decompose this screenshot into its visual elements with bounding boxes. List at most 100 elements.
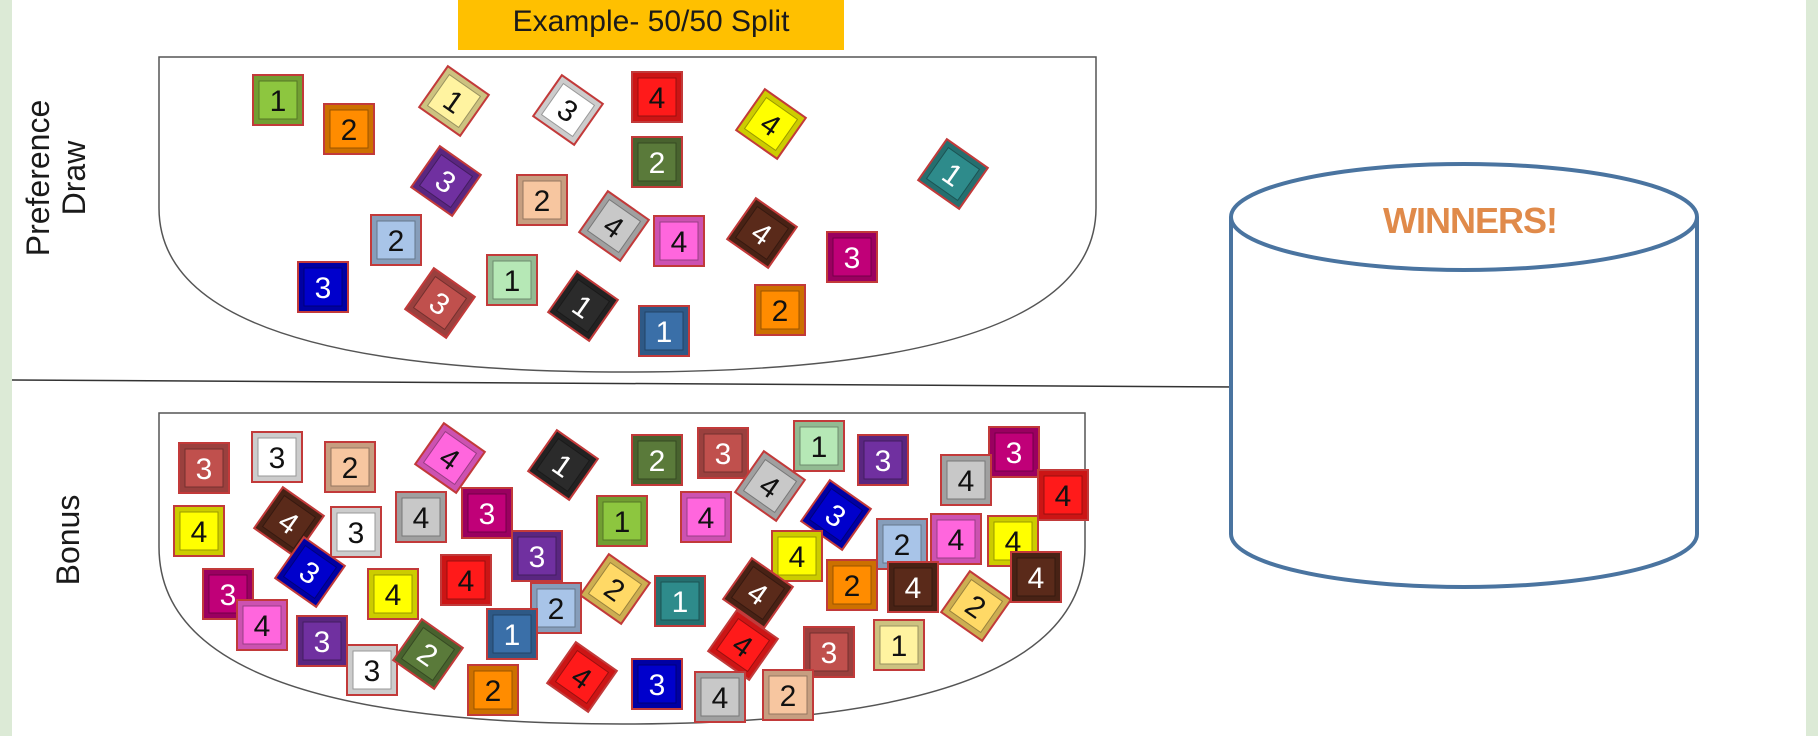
preference-token-14: 2 [370, 214, 422, 266]
bonus-token-number: 4 [458, 565, 475, 598]
preference-token-20: 2 [754, 284, 806, 336]
bonus-token-30: 2 [578, 552, 652, 626]
preference-token-number: 2 [534, 185, 551, 218]
preference-token-number: 1 [504, 265, 521, 298]
preference-token-2: 1 [417, 64, 491, 138]
preference-token-5: 4 [734, 87, 808, 161]
bonus-token-26: 4 [771, 530, 823, 582]
bonus-token-45: 1 [873, 619, 925, 671]
bonus-token-number: 4 [958, 465, 975, 498]
preference-token-16: 3 [403, 266, 477, 340]
preference-token-7: 1 [916, 137, 990, 211]
bonus-token-number: 2 [844, 570, 861, 603]
bonus-label: Bonus [50, 494, 86, 586]
bonus-token-number: 2 [485, 675, 502, 708]
preference-token-number: 2 [649, 147, 666, 180]
bonus-token-43: 4 [706, 608, 780, 682]
cylinder-top [1229, 162, 1699, 272]
bonus-token-number: 4 [413, 502, 430, 535]
bonus-token-21: 3 [511, 530, 563, 582]
bonus-token-34: 2 [826, 559, 878, 611]
preference-token-number: 4 [649, 82, 666, 115]
bonus-token-6: 3 [697, 427, 749, 479]
bonus-token-18: 1 [596, 495, 648, 547]
bonus-token-33: 4 [721, 556, 795, 630]
bonus-token-24: 4 [930, 513, 982, 565]
bonus-token-31: 2 [530, 582, 582, 634]
bonus-token-number: 2 [548, 593, 565, 626]
bonus-token-19: 4 [680, 491, 732, 543]
bonus-token-47: 4 [545, 640, 619, 714]
bonus-token-9: 3 [988, 426, 1040, 478]
preference-token-19: 1 [638, 305, 690, 357]
preference-token-number: 1 [656, 316, 673, 349]
bonus-token-number: 3 [364, 655, 381, 688]
bonus-token-28: 4 [367, 568, 419, 620]
bonus-token-12: 4 [733, 449, 807, 523]
bonus-token-number: 2 [649, 445, 666, 478]
bonus-token-number: 3 [479, 498, 496, 531]
bonus-token-42: 2 [391, 617, 465, 691]
bonus-token-4: 1 [526, 428, 600, 502]
preference-token-13: 3 [826, 231, 878, 283]
bonus-token-15: 3 [330, 506, 382, 558]
bonus-token-41: 3 [346, 644, 398, 696]
preference-token-number: 3 [315, 272, 332, 305]
preference-token-10: 4 [577, 189, 651, 263]
bonus-token-number: 1 [811, 431, 828, 464]
bonus-token-number: 4 [698, 502, 715, 535]
bonus-token-46: 2 [467, 664, 519, 716]
bonus-token-number: 4 [191, 516, 208, 549]
bonus-token-40: 1 [486, 608, 538, 660]
bonus-token-5: 2 [631, 434, 683, 486]
bonus-token-number: 3 [196, 453, 213, 486]
bonus-token-37: 4 [1010, 551, 1062, 603]
bonus-token-7: 1 [793, 420, 845, 472]
bonus-token-number: 4 [789, 541, 806, 574]
bonus-token-2: 2 [324, 441, 376, 493]
preference-token-1: 2 [323, 103, 375, 155]
preference-token-0: 1 [252, 74, 304, 126]
bonus-token-number: 3 [314, 626, 331, 659]
section-divider [11, 379, 1238, 388]
cylinder-body [1229, 217, 1699, 589]
winners-label: WINNERS! [1383, 200, 1558, 241]
bonus-token-29: 4 [440, 554, 492, 606]
bonus-token-number: 4 [948, 524, 965, 557]
bonus-token-number: 1 [614, 506, 631, 539]
bonus-token-number: 4 [905, 572, 922, 605]
bonus-token-number: 1 [672, 586, 689, 619]
bonus-token-number: 4 [1005, 526, 1022, 559]
bonus-token-number: 3 [715, 438, 732, 471]
bonus-token-number: 1 [504, 619, 521, 652]
preference-token-9: 2 [516, 174, 568, 226]
bonus-token-0: 3 [178, 442, 230, 494]
bonus-token-number: 4 [712, 682, 729, 715]
bonus-token-17: 3 [461, 487, 513, 539]
bonus-token-8: 3 [857, 434, 909, 486]
preference-token-number: 2 [341, 114, 358, 147]
preference-token-3: 3 [531, 73, 605, 147]
bonus-token-36: 2 [939, 569, 1013, 643]
bonus-token-44: 3 [803, 626, 855, 678]
preference-token-17: 1 [486, 254, 538, 306]
title-banner: Example- 50/50 Split [458, 0, 844, 50]
bonus-token-23: 2 [876, 518, 928, 570]
bonus-token-number: 3 [649, 669, 666, 702]
bonus-token-13: 4 [173, 505, 225, 557]
bonus-token-number: 3 [220, 579, 237, 612]
bonus-token-10: 4 [940, 454, 992, 506]
bonus-token-49: 4 [694, 671, 746, 723]
preference-token-4: 4 [631, 71, 683, 123]
bonus-token-number: 4 [385, 579, 402, 612]
preference-token-6: 2 [631, 136, 683, 188]
preference-draw-label: Preference Draw [20, 99, 92, 257]
bonus-token-1: 3 [251, 431, 303, 483]
bonus-token-number: 4 [1055, 480, 1072, 513]
bonus-token-32: 1 [654, 575, 706, 627]
preference-token-number: 4 [671, 226, 688, 259]
bonus-token-22: 3 [273, 535, 347, 609]
preference-token-15: 3 [297, 261, 349, 313]
